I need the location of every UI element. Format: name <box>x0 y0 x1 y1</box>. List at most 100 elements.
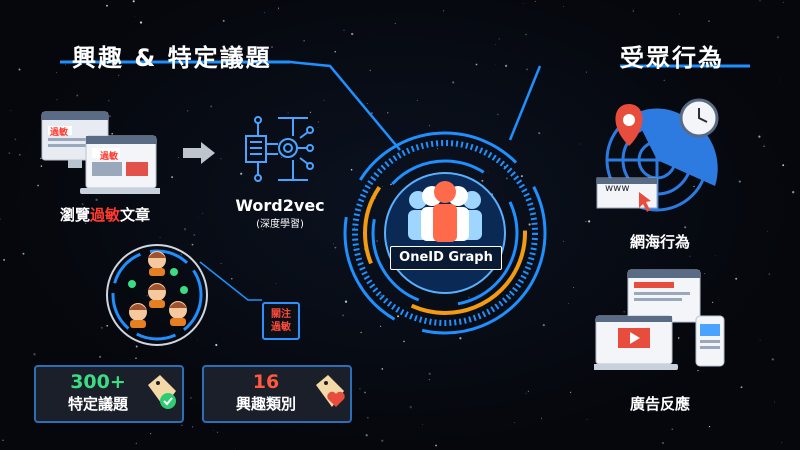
star <box>98 355 102 359</box>
star <box>623 311 625 313</box>
star <box>40 165 43 167</box>
star <box>171 176 174 179</box>
star <box>360 331 362 334</box>
star <box>198 216 199 218</box>
star <box>366 103 368 104</box>
star <box>759 0 761 2</box>
star <box>271 46 273 49</box>
star <box>541 417 542 419</box>
star <box>193 234 196 236</box>
star <box>714 255 716 257</box>
star <box>711 301 714 304</box>
check-tag-icon <box>148 375 176 409</box>
star <box>197 339 198 340</box>
star <box>525 33 527 36</box>
star <box>452 81 455 84</box>
star <box>738 180 741 183</box>
star <box>210 105 213 108</box>
star <box>684 226 687 229</box>
star <box>366 416 369 419</box>
star <box>542 323 545 327</box>
star <box>178 157 180 159</box>
star <box>56 72 57 74</box>
star <box>468 296 470 299</box>
star <box>758 135 761 138</box>
star <box>380 325 382 327</box>
web-behavior-illustration <box>596 98 719 212</box>
star <box>708 20 710 23</box>
star <box>403 340 405 343</box>
word2vec-sublabel: (深度學習) <box>256 219 304 230</box>
star <box>573 287 575 289</box>
star <box>8 152 11 155</box>
star <box>183 228 187 231</box>
star <box>528 223 531 226</box>
interest-text: 興趣類別 <box>235 395 296 413</box>
star <box>428 124 431 127</box>
word2vec-icon <box>245 116 314 182</box>
star <box>240 172 243 175</box>
star <box>215 343 218 347</box>
star <box>264 12 265 13</box>
star <box>369 69 371 72</box>
callout-line2: 過敏 <box>271 322 291 333</box>
star <box>381 439 384 442</box>
star <box>435 444 437 447</box>
browse-label: 瀏覽過敏文章 <box>40 204 170 225</box>
star <box>287 112 289 114</box>
star <box>222 19 225 22</box>
star <box>631 61 633 62</box>
star <box>759 339 761 341</box>
star <box>351 32 354 36</box>
star <box>416 100 418 101</box>
star <box>771 358 774 361</box>
star <box>334 50 337 53</box>
star <box>354 227 355 229</box>
star <box>422 424 423 425</box>
star <box>135 345 138 348</box>
star <box>191 426 193 428</box>
star <box>382 186 383 187</box>
star <box>85 222 87 225</box>
star <box>526 68 529 71</box>
people-group-icon <box>408 181 482 242</box>
star <box>220 158 222 160</box>
star <box>111 132 114 135</box>
star <box>498 38 500 40</box>
star <box>520 175 523 178</box>
browse-label-prefix: 瀏覽 <box>59 206 90 224</box>
star <box>343 29 345 31</box>
star <box>2 439 4 442</box>
star <box>689 255 691 257</box>
star <box>350 168 353 171</box>
star <box>443 10 445 12</box>
star <box>0 218 1 220</box>
web-behavior-label: 網海行為 <box>629 233 690 251</box>
star <box>108 99 110 102</box>
star <box>527 390 529 392</box>
star <box>76 94 79 97</box>
star <box>106 324 109 327</box>
star <box>381 368 384 370</box>
ad-response-label: 廣告反應 <box>629 395 690 413</box>
star <box>354 246 355 248</box>
star <box>475 63 478 66</box>
star <box>14 138 17 141</box>
star <box>233 55 235 57</box>
star <box>216 431 219 433</box>
star <box>587 220 591 223</box>
browse-screens-illustration <box>41 111 160 194</box>
star <box>437 148 439 150</box>
star <box>220 262 222 264</box>
star <box>18 68 21 71</box>
star <box>679 398 682 402</box>
heart-tag-icon <box>316 375 345 407</box>
star <box>323 99 325 102</box>
star <box>428 372 431 375</box>
star <box>139 21 143 24</box>
star <box>146 295 148 297</box>
oneid-graph-rings <box>343 131 547 335</box>
star <box>585 71 587 73</box>
topic-card: 300+ 特定議題 <box>34 365 184 423</box>
